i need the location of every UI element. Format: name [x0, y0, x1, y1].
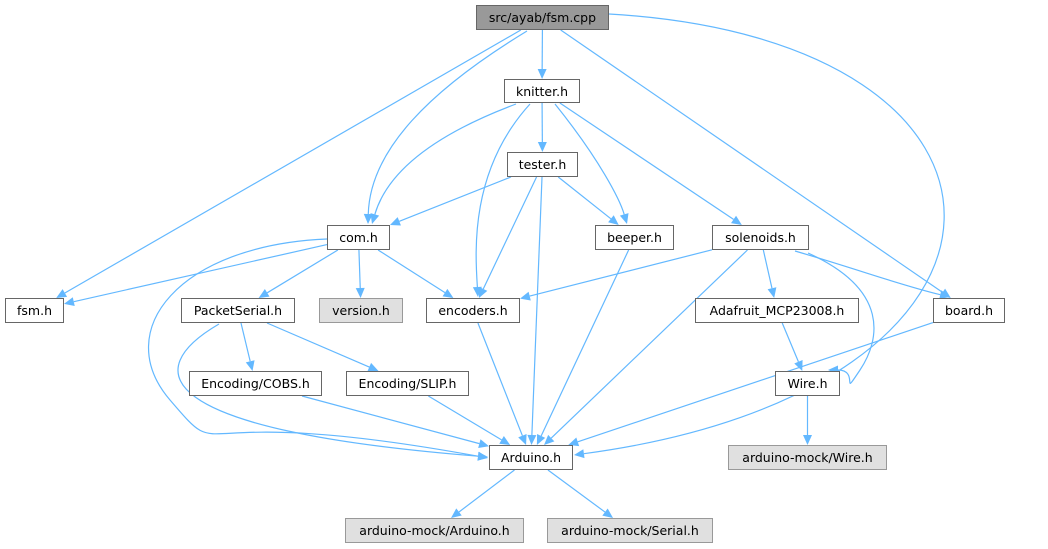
edge-arrowhead — [794, 360, 803, 371]
edge-arrowhead — [64, 297, 75, 307]
edge-arrowhead — [478, 287, 488, 298]
node-arduino-mock-serial-h: arduino-mock/Serial.h — [547, 518, 713, 543]
node-version-h: version.h — [319, 298, 403, 323]
node-arduino-mock-arduino-h: arduino-mock/Arduino.h — [345, 518, 524, 543]
edge-packetserial-to-slip — [266, 322, 370, 368]
edge-cobs-to-arduino — [301, 395, 480, 445]
edge-arrowhead — [537, 141, 547, 152]
edge-knitter-to-solenoids — [559, 102, 734, 220]
edge-arrowhead — [363, 213, 373, 224]
edge-arrowhead — [390, 217, 401, 226]
edge-fsm_cpp-to-arduino — [583, 13, 945, 455]
node-packetserial-h[interactable]: PacketSerial.h — [181, 298, 295, 323]
edge-solenoids-to-wire — [807, 252, 875, 384]
edge-solenoids-to-adafruit — [762, 249, 773, 289]
edge-arrowhead — [367, 362, 379, 372]
node-wire-h[interactable]: Wire.h — [775, 371, 840, 396]
edge-arduino-to-mock_serial — [547, 469, 606, 513]
edge-arrowhead — [370, 213, 380, 224]
edge-knitter-to-encoders — [475, 103, 531, 288]
edge-arrowhead — [527, 434, 537, 445]
node-arduino-mock-wire-h: arduino-mock/Wire.h — [728, 445, 887, 470]
edge-solenoids-to-encoders — [529, 249, 713, 297]
edge-packetserial-to-arduino — [177, 323, 479, 457]
edge-solenoids-to-arduino — [550, 249, 748, 439]
edge-arrowhead — [518, 434, 527, 445]
node-tester-h[interactable]: tester.h — [507, 152, 578, 177]
edge-arrowhead — [731, 215, 742, 225]
edge-fsm_cpp-to-board — [560, 29, 943, 293]
edge-adafruit-to-wire — [781, 322, 799, 363]
edge-arrowhead — [544, 434, 555, 445]
edge-knitter-to-com — [374, 103, 517, 215]
edge-arrowhead — [537, 68, 547, 79]
edge-arrowhead — [520, 291, 531, 301]
edge-arrowhead — [258, 288, 270, 298]
edge-com-to-encoders — [377, 249, 446, 294]
edge-arrowhead — [56, 289, 68, 298]
edge-arrowhead — [803, 435, 812, 445]
edge-arduino-to-mock_arduino — [458, 469, 515, 513]
node-encoding-cobs-h[interactable]: Encoding/COBS.h — [189, 371, 322, 396]
edge-arrowhead — [478, 439, 489, 448]
edge-beeper-to-arduino — [540, 249, 630, 437]
edge-slip-to-arduino — [428, 395, 502, 441]
node-encoding-slip-h[interactable]: Encoding/SLIP.h — [346, 371, 469, 396]
edge-arrowhead — [602, 508, 614, 518]
edge-arrowhead — [767, 287, 777, 298]
edge-board-to-arduino — [577, 322, 934, 443]
node-knitter-h[interactable]: knitter.h — [504, 79, 580, 103]
edge-arrowhead — [574, 449, 585, 459]
edge-com-to-version — [358, 249, 361, 289]
edge-arrowhead — [619, 213, 629, 224]
edge-arrowhead — [355, 287, 365, 298]
edge-arrowhead — [245, 360, 255, 371]
node-solenoids-h[interactable]: solenoids.h — [712, 225, 809, 250]
node-arduino-h[interactable]: Arduino.h — [489, 445, 573, 470]
edge-packetserial-to-cobs — [240, 322, 251, 362]
edge-com-to-packetserial — [266, 249, 339, 294]
edge-fsm_cpp-to-com — [367, 30, 528, 215]
edge-arrowhead — [477, 451, 488, 461]
node-adafruit-mcp23008-h[interactable]: Adafruit_MCP23008.h — [695, 298, 859, 323]
edge-com-to-fsm_h — [73, 244, 328, 303]
edge-arrowhead — [568, 437, 580, 447]
edge-arrowhead — [451, 508, 462, 518]
edge-arrowhead — [499, 436, 511, 445]
edge-tester-to-com — [399, 176, 512, 222]
edge-arrowhead — [608, 215, 619, 225]
edge-encoders-to-arduino — [477, 322, 523, 436]
edge-tester-to-arduino — [531, 176, 543, 436]
node-board-h[interactable]: board.h — [933, 298, 1005, 323]
node-fsm-cpp[interactable]: src/ayab/fsm.cpp — [476, 5, 609, 30]
edge-arrowhead — [939, 290, 950, 300]
edge-fsm_cpp-to-fsm_h — [64, 29, 522, 294]
edge-knitter-to-beeper — [554, 103, 625, 215]
edge-arrowhead — [442, 288, 454, 298]
edge-com-to-arduino — [148, 238, 479, 457]
edge-tester-to-encoders — [482, 176, 538, 290]
node-fsm-h[interactable]: fsm.h — [5, 298, 64, 323]
node-com-h[interactable]: com.h — [327, 225, 390, 250]
edge-tester-to-beeper — [557, 176, 612, 220]
edge-arrowhead — [536, 434, 546, 445]
node-encoders-h[interactable]: encoders.h — [426, 298, 520, 323]
node-beeper-h[interactable]: beeper.h — [595, 225, 674, 250]
